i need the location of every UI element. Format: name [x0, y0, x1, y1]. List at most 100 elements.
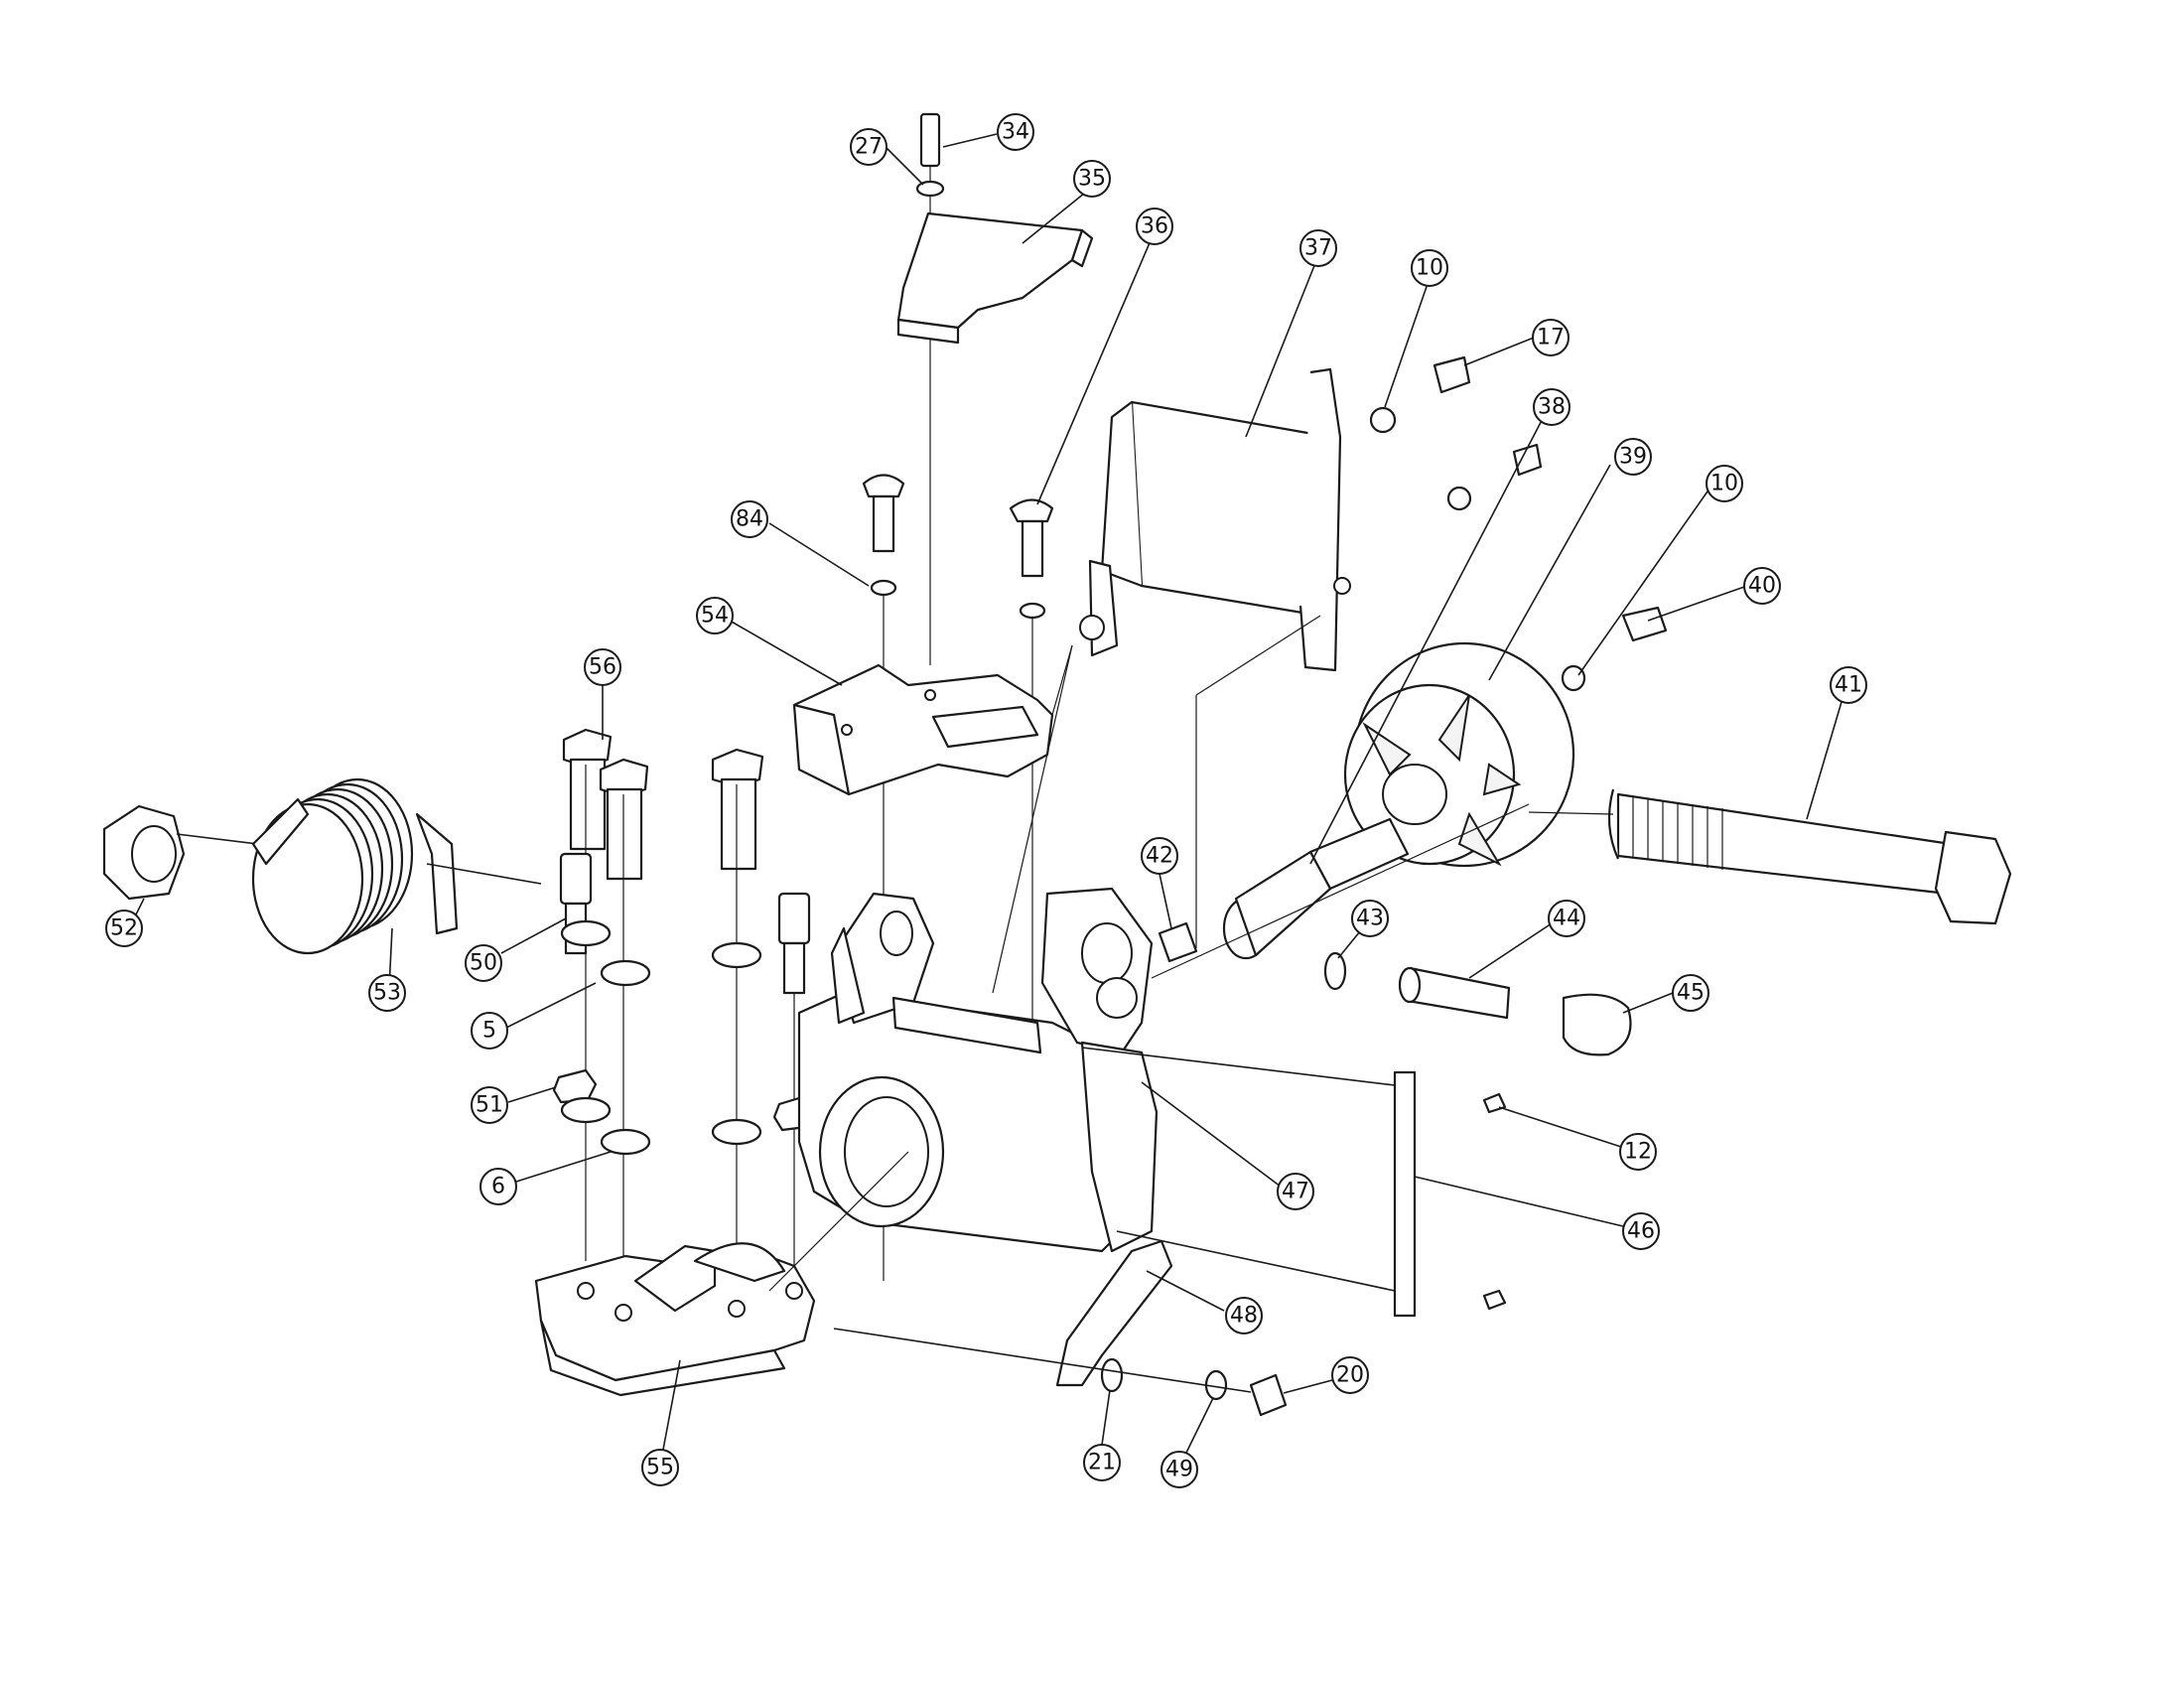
callout-17: 17	[1532, 319, 1570, 356]
washer-43	[1323, 951, 1347, 991]
callout-84: 84	[731, 500, 768, 538]
callout-47: 47	[1277, 1173, 1314, 1210]
callout-label: 20	[1336, 1363, 1364, 1388]
rivet-20	[1249, 1373, 1288, 1417]
callout-label: 36	[1141, 214, 1168, 239]
callout-label: 55	[646, 1456, 674, 1480]
callout-label: 39	[1619, 445, 1647, 470]
callout-label: 12	[1624, 1140, 1652, 1165]
top-pin	[919, 112, 941, 665]
callout-36: 36	[1136, 208, 1173, 245]
callout-label: 21	[1088, 1451, 1116, 1475]
callout-20: 20	[1331, 1356, 1369, 1394]
callout-label: 45	[1677, 981, 1705, 1006]
callout-label: 40	[1748, 574, 1776, 599]
latch-48	[1055, 1239, 1173, 1387]
callout-label: 17	[1537, 326, 1565, 351]
callout-label: 10	[1710, 472, 1738, 496]
callout-label: 34	[1002, 120, 1029, 145]
washer-mid-b	[711, 1118, 762, 1146]
callout-label: 46	[1627, 1219, 1655, 1244]
callout-label: 56	[589, 655, 616, 680]
callout-label: 37	[1304, 236, 1332, 261]
callout-56: 56	[584, 648, 621, 686]
bolt-56b	[599, 758, 649, 1281]
washer-upper	[1446, 486, 1472, 511]
upper-bracket	[792, 663, 1054, 796]
washer-6b	[600, 1128, 651, 1156]
callout-35: 35	[1073, 160, 1111, 198]
callout-5: 5	[471, 1012, 508, 1050]
main-housing	[797, 887, 1159, 1253]
guide-line-d	[992, 644, 1073, 994]
small-washer	[915, 180, 945, 198]
shaft-44	[1398, 966, 1511, 1020]
callout-label: 38	[1538, 395, 1566, 420]
part-drawings	[102, 112, 2012, 1417]
callout-label: 48	[1230, 1304, 1258, 1329]
washer-10b	[1561, 664, 1586, 692]
torsion-spring	[251, 777, 542, 955]
callout-label: 49	[1165, 1458, 1193, 1482]
hex-nut	[102, 804, 259, 901]
callout-53: 53	[368, 974, 406, 1012]
leader-lines	[133, 133, 1847, 1454]
base-bracket	[534, 1242, 816, 1397]
guide-line-c	[1051, 644, 1073, 716]
plate-46	[1393, 1070, 1417, 1318]
callout-label: 43	[1356, 907, 1384, 931]
callout-34: 34	[997, 113, 1034, 151]
guide-line-b	[1195, 615, 1321, 696]
washer-5a	[560, 919, 612, 947]
callout-41: 41	[1830, 666, 1867, 704]
callout-40: 40	[1743, 567, 1781, 605]
callout-label: 50	[470, 951, 497, 976]
callout-49: 49	[1160, 1451, 1198, 1488]
callout-12: 12	[1619, 1133, 1657, 1171]
callout-42: 42	[1141, 837, 1178, 875]
screw-12b	[1482, 1289, 1507, 1311]
guide-line-f	[768, 1151, 909, 1292]
bracket-guard	[1079, 367, 1351, 672]
cover-plate	[896, 211, 1094, 345]
callout-label: 84	[736, 507, 763, 532]
callout-54: 54	[696, 597, 734, 634]
callout-10a: 10	[1411, 249, 1448, 287]
callout-45: 45	[1672, 974, 1709, 1012]
callout-label: 10	[1416, 256, 1443, 281]
socket-screw-right	[777, 892, 811, 1291]
callout-10b: 10	[1706, 465, 1743, 502]
callout-43: 43	[1351, 900, 1389, 937]
callout-label: 54	[701, 604, 729, 629]
part-42	[1158, 921, 1198, 963]
callout-6: 6	[479, 1168, 517, 1205]
callout-label: 47	[1282, 1180, 1309, 1204]
callout-55: 55	[641, 1449, 679, 1486]
bolt-mid	[711, 748, 764, 1291]
bolt-56	[562, 728, 613, 1261]
cam-shaft	[1222, 817, 1410, 960]
callout-46: 46	[1622, 1212, 1660, 1250]
callout-50: 50	[465, 944, 502, 982]
screw-12a	[1482, 1092, 1507, 1114]
callout-52: 52	[105, 910, 143, 947]
callout-39: 39	[1614, 438, 1652, 476]
callout-label: 42	[1146, 844, 1173, 869]
callout-48: 48	[1225, 1297, 1263, 1334]
washer-5b	[600, 959, 651, 987]
callout-label: 51	[476, 1093, 503, 1118]
callout-44: 44	[1548, 900, 1585, 937]
cam-wheel	[1343, 641, 1575, 868]
guide-line-e	[1151, 803, 1530, 979]
callout-label: 35	[1078, 167, 1106, 192]
callout-label: 41	[1835, 673, 1862, 698]
washer-6a	[560, 1096, 612, 1124]
callout-label: 27	[855, 135, 883, 160]
clip-21	[1100, 1357, 1124, 1393]
large-bolt	[1528, 788, 2012, 925]
callout-51: 51	[471, 1086, 508, 1124]
cap-17	[1433, 355, 1471, 394]
callout-label: 53	[373, 981, 401, 1006]
callout-label: 5	[482, 1019, 496, 1044]
